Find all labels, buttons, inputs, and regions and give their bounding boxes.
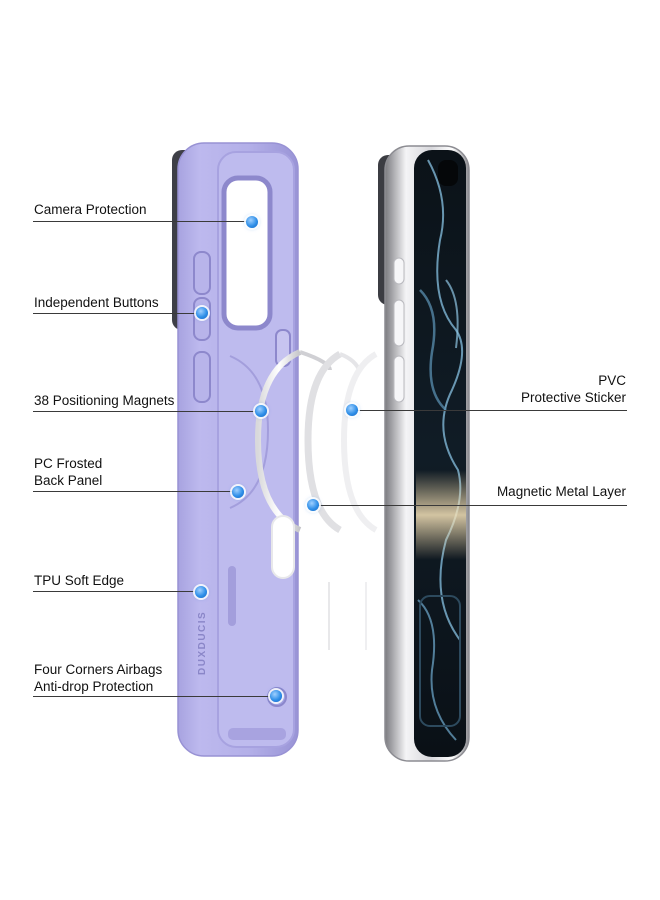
phone: [378, 145, 470, 762]
four-corners-label: Four Corners Airbags Anti-drop Protectio…: [34, 661, 162, 695]
label-line: Camera Protection: [34, 202, 147, 217]
label-line: Magnetic Metal Layer: [496, 484, 626, 499]
pvc-sticker-label: PVC Protective Sticker: [521, 372, 626, 406]
independent-buttons-dot-icon: [196, 307, 208, 319]
pvc-sticker-dot-icon: [346, 404, 358, 416]
tpu-soft-edge-dot-icon: [195, 586, 207, 598]
positioning-magnets-dot-icon: [255, 405, 267, 417]
positioning-magnets-label: 38 Positioning Magnets: [34, 392, 174, 409]
label-line: Anti-drop Protection: [34, 679, 154, 694]
camera-protection-dot-icon: [246, 216, 258, 228]
tpu-soft-edge-label: TPU Soft Edge: [34, 572, 124, 589]
magnetic-metal-line: [313, 505, 627, 506]
four-corners-dot-icon: [270, 690, 282, 702]
four-corners-line: [33, 696, 275, 697]
magnetic-metal-label: Magnetic Metal Layer: [497, 483, 626, 500]
pvc-sticker-line: [352, 410, 627, 411]
magnet-rings: [254, 349, 378, 650]
case-brand-text: DUXDUCIS: [197, 611, 208, 675]
label-line: 38 Positioning Magnets: [34, 393, 175, 408]
camera-protection-label: Camera Protection: [34, 201, 147, 218]
magnetic-metal-dot-icon: [307, 499, 319, 511]
label-line: PVC: [598, 373, 626, 388]
label-line: Independent Buttons: [34, 295, 159, 310]
label-line: TPU Soft Edge: [34, 573, 125, 588]
label-line: Back Panel: [34, 473, 103, 488]
phone-case: DUXDUCIS: [172, 142, 299, 757]
tpu-soft-edge-line: [33, 591, 201, 592]
independent-buttons-line: [33, 313, 201, 314]
label-line: Protective Sticker: [520, 390, 626, 405]
label-line: PC Frosted: [34, 456, 103, 471]
label-line: Four Corners Airbags: [34, 662, 163, 677]
pc-frosted-label: PC Frosted Back Panel: [34, 455, 102, 489]
independent-buttons-label: Independent Buttons: [34, 294, 159, 311]
pc-frosted-line: [33, 491, 237, 492]
camera-protection-line: [33, 221, 250, 222]
positioning-magnets-line: [33, 411, 260, 412]
pc-frosted-dot-icon: [232, 486, 244, 498]
